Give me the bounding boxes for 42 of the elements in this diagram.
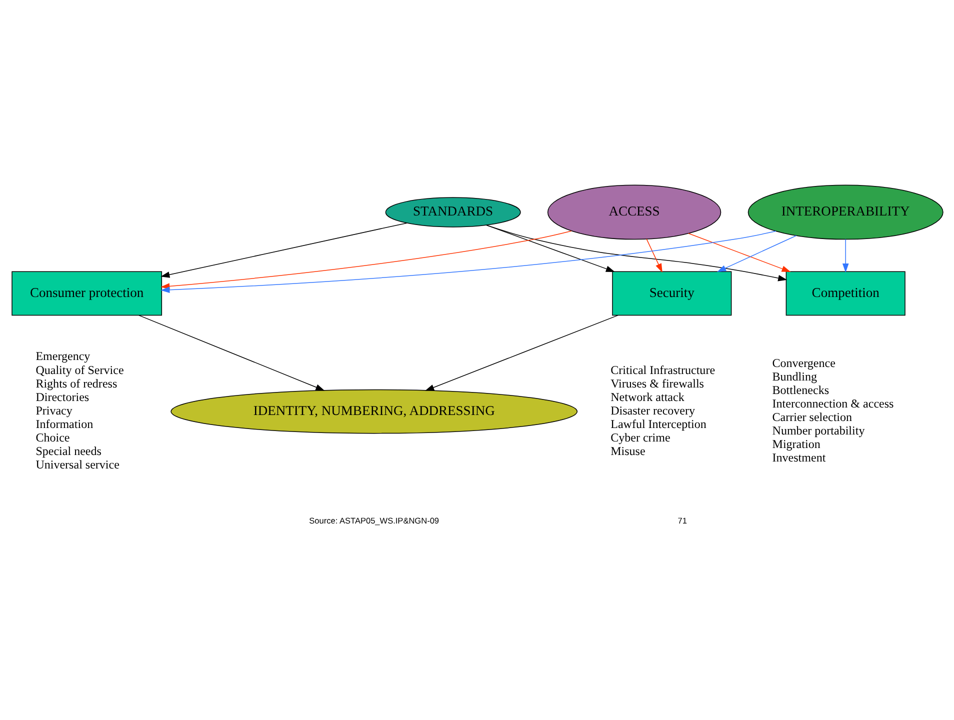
node-label: Rights of redress (35, 376, 117, 390)
node-label: Disaster recovery (610, 403, 695, 418)
node-label: Special needs (35, 444, 101, 458)
node-label: Choice (35, 430, 70, 444)
node-box: Consumer protection (11, 271, 162, 316)
node-ellipse: INTEROPERABILITY (747, 184, 943, 240)
node-label: Misuse (610, 444, 645, 458)
node-label: Privacy (35, 403, 72, 418)
arrow (646, 238, 662, 273)
node-label: Bottlenecks (772, 383, 829, 398)
node-label: Information (35, 416, 93, 431)
node-label: Number portability (772, 424, 864, 438)
arrow (424, 314, 618, 391)
node-label: Quality of Service (35, 362, 124, 377)
node-label: Investment (772, 450, 826, 465)
arrow (486, 224, 615, 272)
node-label: Universal service (35, 458, 119, 472)
node-label: Bundling (772, 370, 817, 384)
node-label: Carrier selection (772, 410, 852, 424)
node-label: Migration (772, 437, 820, 452)
node-label: Critical Infrastructure (610, 362, 715, 377)
node-label: Viruses & firewalls (610, 376, 704, 390)
node-label: Interconnection & access (772, 396, 894, 411)
arrow (160, 222, 407, 278)
node-ellipse: ACCESS (546, 184, 721, 240)
node-ellipse: STANDARDS (384, 197, 520, 228)
arrow (688, 233, 790, 272)
node-label: Cyber crime (610, 430, 670, 444)
arrow (138, 314, 324, 391)
label: 71 (677, 516, 687, 526)
node-ellipse: IDENTITY, NUMBERING, ADDRESSING (170, 389, 578, 434)
node-label: Convergence (772, 356, 835, 370)
arrow (842, 238, 848, 273)
node-box: Competition (785, 271, 905, 316)
node-label: Network attack (610, 390, 684, 404)
node-label: Lawful Interception (610, 416, 706, 431)
arrow (486, 224, 787, 282)
arrow (716, 235, 796, 272)
node-label: Directories (35, 390, 89, 404)
label: Source: ASTAP05_WS.IP&NGN-09 (308, 516, 439, 526)
node-label: Emergency (35, 349, 90, 364)
node-box: Security (612, 271, 732, 316)
